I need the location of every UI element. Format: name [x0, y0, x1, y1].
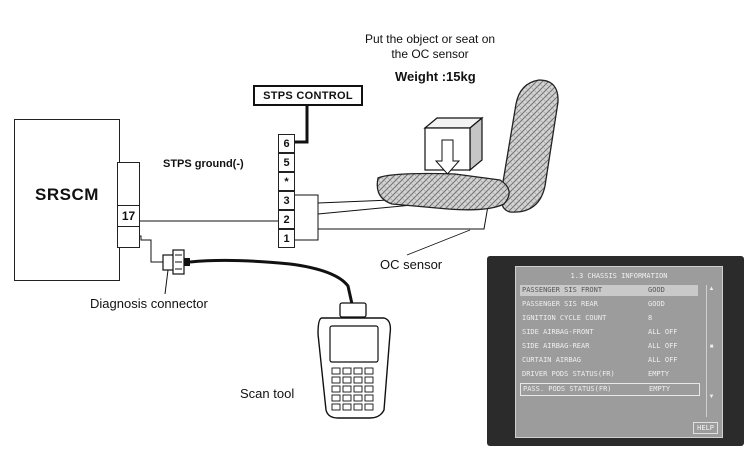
keypad-key — [353, 367, 363, 375]
screen-row: IGNITION CYCLE COUNT 8 — [520, 313, 698, 324]
screen-row-value: GOOD — [648, 300, 665, 308]
help-button: HELP — [693, 422, 718, 434]
screen-row-value: EMPTY — [649, 385, 671, 393]
screen-row-label: SIDE AIRBAG-REAR — [522, 342, 590, 350]
sensor-wire-lower — [318, 199, 490, 230]
screen-row: SIDE AIRBAG-FRONT ALL OFF — [520, 327, 698, 338]
stps-control-box: STPS CONTROL — [253, 85, 363, 106]
screen-row-label: PASS. PODS STATUS(FR) — [523, 385, 612, 393]
keypad-key — [353, 403, 363, 411]
scan-tool-cable — [189, 258, 354, 305]
srscm-connector-upper — [117, 162, 140, 206]
instruction-line-2: the OC sensor — [391, 47, 469, 61]
weight-label: Weight :15kg — [395, 69, 476, 84]
screen-row: CURTAIN AIRBAG ALL OFF — [520, 355, 698, 366]
screen-row-value: ALL OFF — [648, 342, 678, 350]
screen-row: PASSENGER SIS FRONT GOOD — [520, 285, 698, 296]
seat-back — [500, 79, 559, 213]
keypad-key — [342, 376, 352, 384]
scroll-up-icon: ▲ — [708, 286, 715, 292]
diagnosis-connector-label: Diagnosis connector — [90, 296, 208, 311]
srscm-connector-lower — [117, 226, 140, 248]
keypad-key — [342, 394, 352, 402]
scroll-down-icon: ▼ — [708, 394, 715, 400]
connector-pin: 6 — [278, 134, 295, 153]
screen-row-value: ALL OFF — [648, 356, 678, 364]
screen-title: 1.3 CHASSIS INFORMATION — [570, 272, 668, 280]
keypad-key — [331, 394, 341, 402]
connector-housing — [293, 194, 319, 241]
screen-row-label: SIDE AIRBAG-FRONT — [522, 328, 594, 336]
keypad-key — [342, 367, 352, 375]
screen-row-selected: PASS. PODS STATUS(FR) EMPTY — [520, 383, 700, 396]
screen-row: SIDE AIRBAG-REAR ALL OFF — [520, 341, 698, 352]
screen-row: DRIVER PODS STATUS(FR) EMPTY — [520, 369, 698, 380]
connector-pin: 2 — [278, 210, 295, 229]
scroll-thumb-icon: ■ — [709, 344, 714, 350]
screen-row-value: ALL OFF — [648, 328, 678, 336]
screen-row-label: PASSENGER SIS FRONT — [522, 286, 603, 294]
screen-row-label: CURTAIN AIRBAG — [522, 356, 582, 364]
oc-sensor-label: OC sensor — [380, 257, 443, 272]
keypad-key — [331, 385, 341, 393]
screen-row-label: IGNITION CYCLE COUNT — [522, 314, 607, 322]
scan-tool-monitor-photo: 1.3 CHASSIS INFORMATION PASSENGER SIS FR… — [487, 256, 744, 446]
screen-scrollbar: ▲ ■ ▼ — [706, 285, 716, 417]
scan-tool-label: Scan tool — [240, 386, 295, 401]
keypad-key — [331, 376, 341, 384]
keypad-key — [364, 403, 374, 411]
stps-control-wire — [293, 102, 309, 144]
screen-row-value: GOOD — [648, 286, 665, 294]
keypad-key — [331, 367, 341, 375]
screen-row-value: 8 — [648, 314, 653, 322]
keypad-key — [342, 385, 352, 393]
keypad-key — [364, 394, 374, 402]
screen-row-label: PASSENGER SIS REAR — [522, 300, 598, 308]
weight-block — [423, 116, 484, 175]
keypad-key — [353, 376, 363, 384]
screen-row: PASSENGER SIS REAR GOOD — [520, 299, 698, 310]
connector-pin: * — [278, 172, 295, 191]
keypad-key — [342, 403, 352, 411]
keypad-key — [353, 394, 363, 402]
instruction-line-1: Put the object or seat on — [364, 32, 496, 46]
stps-ground-label: STPS ground(-) — [163, 158, 244, 170]
scan-tool-screen: 1.3 CHASSIS INFORMATION PASSENGER SIS FR… — [515, 266, 723, 438]
connector-pin: 5 — [278, 153, 295, 172]
scan-tool — [317, 302, 392, 419]
diagnosis-connector — [162, 249, 190, 275]
keypad-key — [364, 385, 374, 393]
screen-row-label: DRIVER PODS STATUS(FR) — [522, 370, 615, 378]
keypad-key — [364, 376, 374, 384]
seat-cushion — [376, 172, 510, 211]
srscm-pin-17: 17 — [117, 205, 140, 227]
keypad-key — [353, 385, 363, 393]
srscm-label: SRSCM — [35, 185, 99, 204]
instruction-text: Put the object or seat on the OC sensor — [340, 32, 520, 62]
connector-pin: 1 — [278, 229, 295, 248]
keypad-key — [364, 367, 374, 375]
keypad-key — [331, 403, 341, 411]
connector-pin: 3 — [278, 191, 295, 210]
srscm-module: SRSCM — [14, 119, 120, 281]
screen-row-value: EMPTY — [648, 370, 670, 378]
